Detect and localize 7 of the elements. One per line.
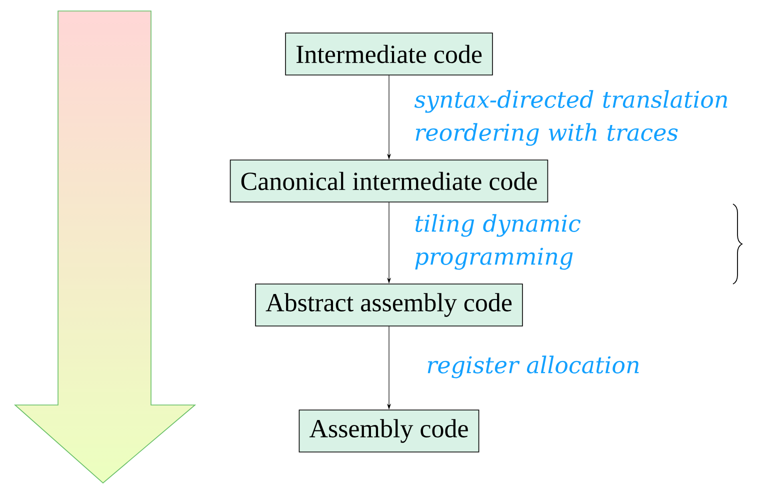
process-box: Intermediate code — [285, 32, 493, 76]
process-box: Assembly code — [298, 410, 480, 452]
edge-label: register allocation — [428, 356, 639, 378]
process-box: Abstract assembly code — [255, 284, 523, 326]
edge-label: tiling dynamic programming — [415, 214, 581, 270]
edge-label: syntax-directed translation reordering with traces — [414, 90, 728, 146]
process-box: Canonical intermediate code — [230, 160, 548, 202]
